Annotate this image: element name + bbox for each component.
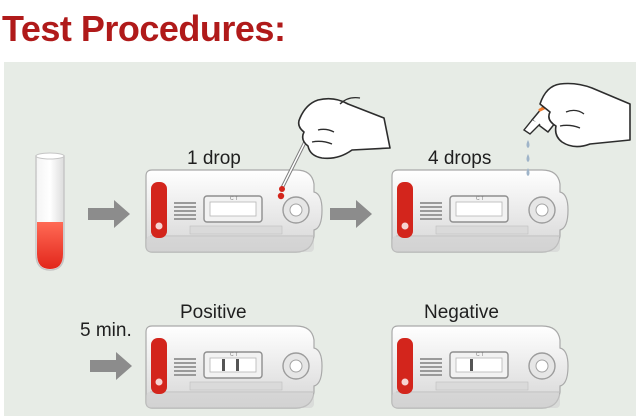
- window-marks: C T: [476, 196, 484, 202]
- step-arrow-icon: [88, 200, 130, 228]
- blood-sample-tube: [35, 152, 65, 271]
- hand-dropper-icon: [522, 82, 631, 176]
- window-marks: C T: [476, 352, 484, 358]
- title-bar: Test Procedures:: [0, 4, 640, 58]
- window-marks: C T: [230, 196, 238, 202]
- window-marks: C T: [230, 352, 238, 358]
- test-cassette-negative: C T: [391, 325, 569, 409]
- negative-result-label: Negative: [424, 302, 499, 323]
- positive-result-label: Positive: [180, 302, 247, 323]
- page-title: Test Procedures:: [2, 8, 286, 49]
- buffer-drops-label: 4 drops: [428, 148, 492, 169]
- step-arrow-icon: [330, 200, 372, 228]
- step-arrow-icon: [90, 352, 132, 380]
- hand-pipette-icon: [279, 96, 391, 192]
- test-cassette-sample: C T: [145, 169, 323, 253]
- wait-time-label: 5 min.: [80, 320, 132, 341]
- test-cassette-positive: C T: [145, 325, 323, 409]
- test-cassette-buffer: C T: [391, 169, 569, 253]
- sample-drop-label: 1 drop: [187, 148, 241, 169]
